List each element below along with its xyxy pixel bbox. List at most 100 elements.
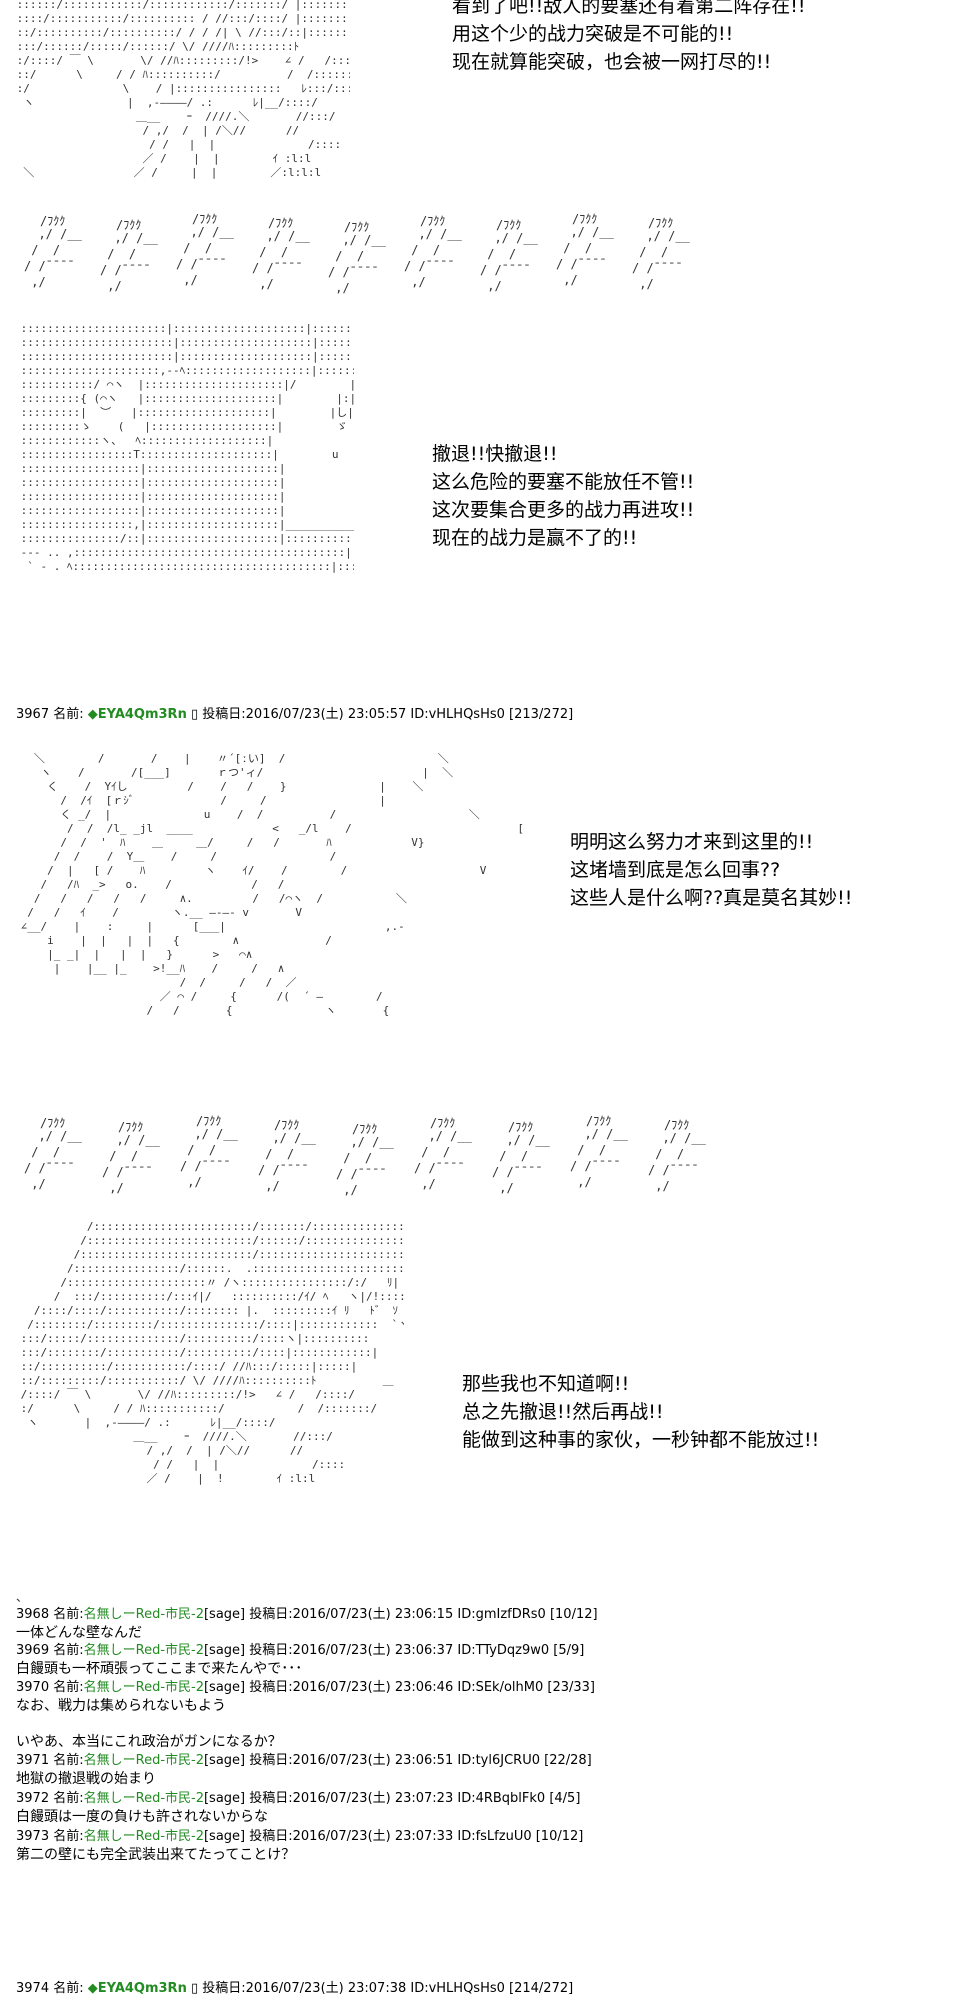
poster-name[interactable]: 名無しーRed-市民-2 [83,1753,204,1768]
post-meta: 投稿日:2016/07/23(土) 23:07:23 ID:4RBqblFk0 … [245,1791,581,1806]
sage-tag: [sage] [203,1829,246,1844]
post-header-3969: 3969 名前:名無しーRed-市民-2[sage] 投稿日:2016/07/2… [16,1642,584,1659]
sfx-glyph: /ﾌｸｸ ,/ /__ / / / /¯¯¯¯ ,/ [552,210,622,300]
dialog-line: 那些我也不知道啊!! [462,1373,630,1395]
sfx-glyph: /ﾌｸｸ ,/ /__ / / / /¯¯¯¯ ,/ [644,1116,714,1206]
sage-tag: [sage] [203,1753,246,1768]
post-meta: 投稿日:2016/07/23(土) 23:06:15 ID:gmIzfDRs0 … [245,1607,598,1622]
post-header-3972: 3972 名前:名無しーRed-市民-2[sage] 投稿日:2016/07/2… [16,1790,580,1807]
poster-name[interactable]: 名無しーRed-市民-2 [83,1607,204,1622]
poster-trip[interactable]: ◆EYA4Qm3Rn [87,1981,187,1996]
sfx-strokes: ,/ /__ / / / /¯¯¯¯ ,/ [24,1129,82,1191]
sfx-strokes: ,/ /__ / / / /¯¯¯¯ ,/ [328,233,386,295]
sfx-text: /ﾌｸｸ [274,1118,300,1132]
sfx-text: /ﾌｸｸ [192,212,218,226]
poster-name[interactable]: 名無しーRed-市民-2 [83,1791,204,1806]
post-meta: 投稿日:2016/07/23(土) 23:06:51 ID:tyl6JCRU0 … [245,1753,592,1768]
sfx-glyph: /ﾌｸｸ ,/ /__ / / / /¯¯¯¯ ,/ [248,214,318,304]
post-number: 3971 [16,1753,50,1768]
checkbox-icon: ▯ [190,707,199,722]
separator-dot: 、 [16,1590,29,1604]
sfx-row-2: /ﾌｸｸ ,/ /__ / / / /¯¯¯¯ ,//ﾌｸｸ ,/ /__ / … [20,1112,720,1208]
poster-trip[interactable]: ◆EYA4Qm3Rn [87,707,187,722]
sfx-text: /ﾌｸｸ [508,1120,534,1134]
sage-tag: [sage] [203,1643,246,1658]
post-header-3967: 3967 名前: ◆EYA4Qm3Rn ▯ 投稿日:2016/07/23(土) … [16,706,573,723]
dialog-line: 看到了吧!!敌人的要塞还有着第二阵存在!! [452,0,806,17]
post-number: 3973 [16,1829,50,1844]
sfx-text: /ﾌｸｸ [196,1114,222,1128]
sfx-row-1: /ﾌｸｸ ,/ /__ / / / /¯¯¯¯ ,//ﾌｸｸ ,/ /__ / … [20,210,700,306]
sfx-strokes: ,/ /__ / / / /¯¯¯¯ ,/ [180,1127,238,1189]
post-body-line: なお、戦力は集められないもよう [16,1698,226,1714]
sfx-strokes: ,/ /__ / / / /¯¯¯¯ ,/ [480,231,538,293]
sfx-glyph: /ﾌｸｸ ,/ /__ / / / /¯¯¯¯ ,/ [488,1118,558,1208]
sfx-glyph: /ﾌｸｸ ,/ /__ / / / /¯¯¯¯ ,/ [476,216,546,306]
post-header-3968: 3968 名前:名無しーRed-市民-2[sage] 投稿日:2016/07/2… [16,1606,598,1623]
poster-name[interactable]: 名無しーRed-市民-2 [83,1680,204,1695]
sfx-text: /ﾌｸｸ [648,216,674,230]
post-number: 3969 [16,1643,50,1658]
sfx-strokes: ,/ /__ / / / /¯¯¯¯ ,/ [258,1131,316,1193]
post-body-line: 地獄の撤退戦の始まり [16,1771,156,1787]
post-header-3970: 3970 名前:名無しーRed-市民-2[sage] 投稿日:2016/07/2… [16,1679,595,1696]
sfx-strokes: ,/ /__ / / / /¯¯¯¯ ,/ [176,225,234,287]
poster-name[interactable]: 名無しーRed-市民-2 [83,1829,204,1844]
post-body-line: 第二の壁にも完全武装出来てたってことけ？ [16,1847,296,1863]
dialog-line: 明明这么努力才来到这里的!! [570,831,814,853]
sfx-glyph: /ﾌｸｸ ,/ /__ / / / /¯¯¯¯ ,/ [20,1114,90,1204]
sfx-text: /ﾌｸｸ [268,216,294,230]
post-meta: 投稿日:2016/07/23(土) 23:07:33 ID:fsLfzuU0 [… [245,1829,584,1844]
sfx-glyph: /ﾌｸｸ ,/ /__ / / / /¯¯¯¯ ,/ [96,216,166,306]
name-label: 名前: [53,1829,84,1844]
sfx-text: /ﾌｸｸ [420,214,446,228]
post-meta: 投稿日:2016/07/23(土) 23:05:57 ID:vHLHQsHs0 … [202,707,574,722]
sfx-strokes: ,/ /__ / / / /¯¯¯¯ ,/ [492,1133,550,1195]
name-label: 名前: [53,707,84,722]
sfx-text: /ﾌｸｸ [496,218,522,232]
sfx-text: /ﾌｸｸ [116,218,142,232]
dialog-line: 撤退!!快撤退!! [432,443,558,465]
sfx-text: /ﾌｸｸ [430,1116,456,1130]
sage-tag: [sage] [203,1680,246,1695]
dialog-line: 这堵墙到底是怎么回事?? [570,859,781,881]
post-meta: 投稿日:2016/07/23(土) 23:06:46 ID:SEk/olhM0 … [245,1680,595,1695]
post-number: 3974 [16,1981,50,1996]
dialog-block-2: 撤退!!快撤退!! 这么危险的要塞不能放任不管!! 这次要集合更多的战力再进攻!… [432,440,694,552]
sfx-glyph: /ﾌｸｸ ,/ /__ / / / /¯¯¯¯ ,/ [98,1118,168,1208]
sfx-strokes: ,/ /__ / / / /¯¯¯¯ ,/ [336,1135,394,1197]
name-label: 名前: [53,1607,84,1622]
name-label: 名前: [53,1753,84,1768]
sfx-text: /ﾌｸｸ [344,220,370,234]
sfx-strokes: ,/ /__ / / / /¯¯¯¯ ,/ [252,229,310,291]
sfx-strokes: ,/ /__ / / / /¯¯¯¯ ,/ [556,225,614,287]
sfx-glyph: /ﾌｸｸ ,/ /__ / / / /¯¯¯¯ ,/ [332,1120,402,1210]
ascii-art-bottom: /::::::::::::::::::::::::/:::::::/::::::… [20,1220,404,1485]
name-label: 名前: [53,1680,84,1695]
dialog-line: 这么危险的要塞不能放任不管!! [432,471,695,493]
dialog-line: 这次要集合更多的战力再进攻!! [432,499,695,521]
ascii-art-wall-chaos: ＼ / / | 〃´[ːい] / ＼ ヽ / /[___] ｒつ'ィ/ | ＼ … [20,752,524,1017]
sfx-strokes: ,/ /__ / / / /¯¯¯¯ ,/ [102,1133,160,1195]
sfx-glyph: /ﾌｸｸ ,/ /__ / / / /¯¯¯¯ ,/ [20,212,90,302]
name-label: 名前: [53,1791,84,1806]
sfx-glyph: /ﾌｸｸ ,/ /__ / / / /¯¯¯¯ ,/ [410,1114,480,1204]
post-number: 3972 [16,1791,50,1806]
dialog-block-1: 看到了吧!!敌人的要塞还有着第二阵存在!! 用这个少的战力突破是不可能的!! 现… [452,0,805,76]
poster-name[interactable]: 名無しーRed-市民-2 [83,1643,204,1658]
checkbox-icon: ▯ [190,1981,199,1996]
dialog-line: 现在的战力是赢不了的!! [432,527,638,549]
sfx-text: /ﾌｸｸ [586,1114,612,1128]
post-meta: 投稿日:2016/07/23(土) 23:07:38 ID:vHLHQsHs0 … [202,1981,574,1996]
sfx-text: /ﾌｸｸ [572,212,598,226]
post-header-3971: 3971 名前:名無しーRed-市民-2[sage] 投稿日:2016/07/2… [16,1752,592,1769]
sfx-strokes: ,/ /__ / / / /¯¯¯¯ ,/ [100,231,158,293]
sage-tag: [sage] [203,1607,246,1622]
dialog-line: 现在就算能突破，也会被一网打尽的!! [452,51,772,73]
post-body-line: 白饅頭は一度の負けも許されないからな [16,1809,268,1825]
sfx-strokes: ,/ /__ / / / /¯¯¯¯ ,/ [24,227,82,289]
post-body-line: 一体どんな壁なんだ [16,1625,142,1641]
post-number: 3970 [16,1680,50,1695]
post-number: 3968 [16,1607,50,1622]
sfx-strokes: ,/ /__ / / / /¯¯¯¯ ,/ [414,1129,472,1191]
